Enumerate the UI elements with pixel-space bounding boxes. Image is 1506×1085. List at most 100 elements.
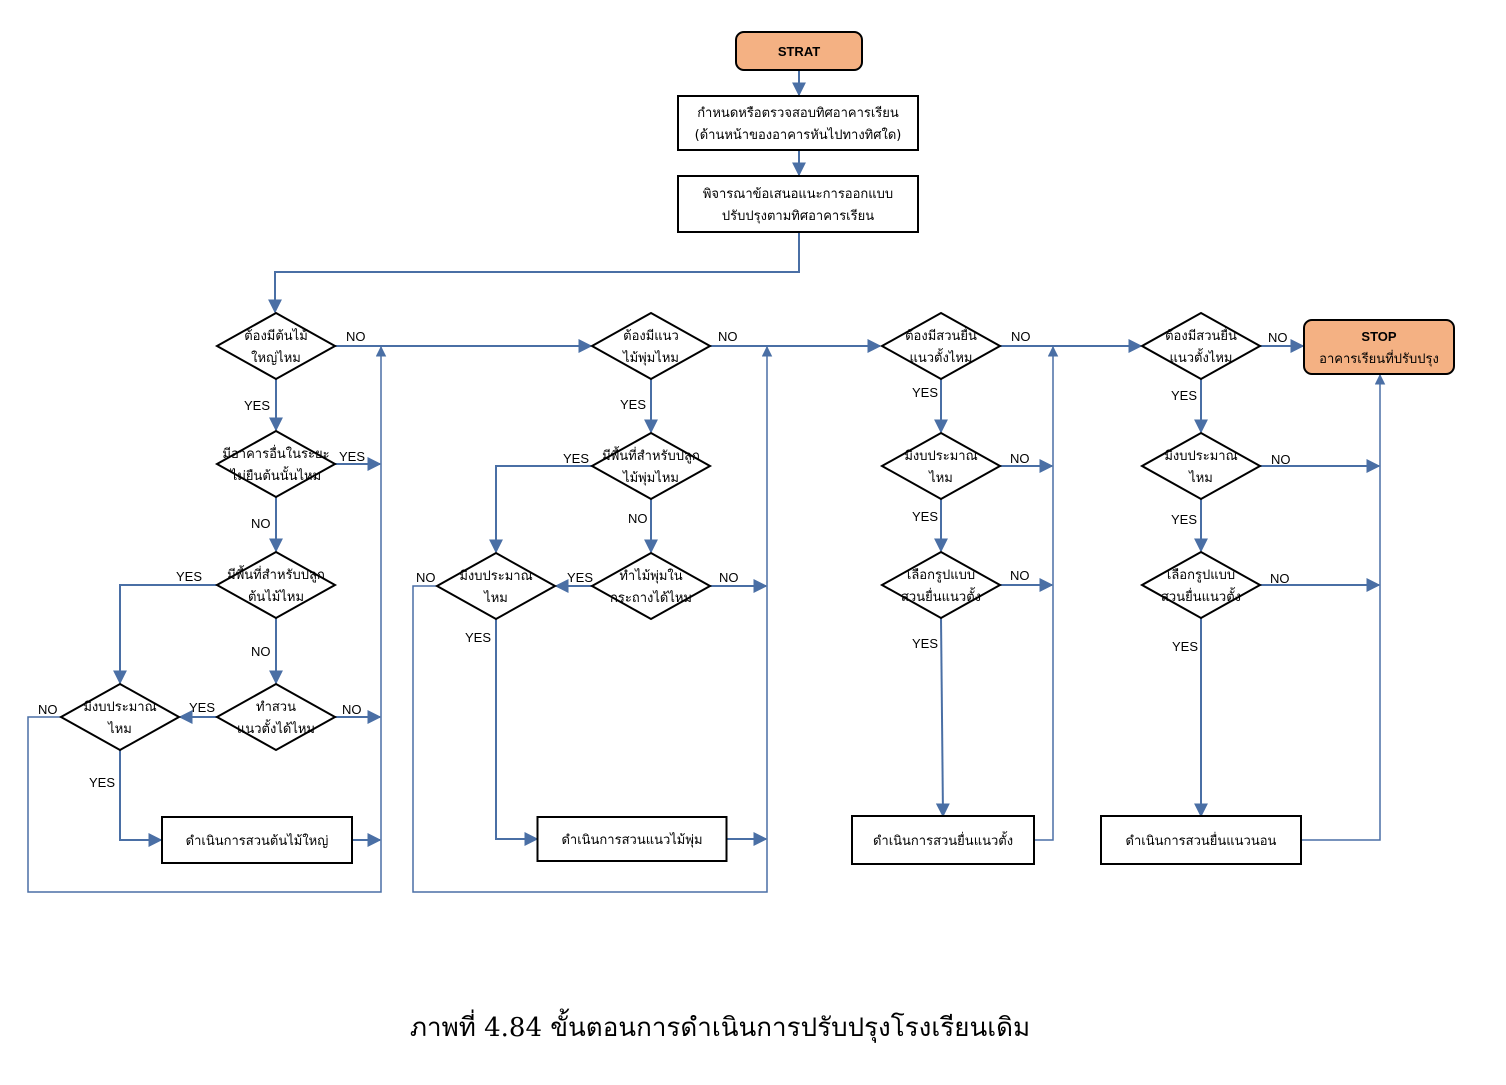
connector-return-col4	[1301, 373, 1386, 841]
decision-diamond	[214, 550, 338, 620]
node-label: ไม้พุ่มไหม	[622, 350, 679, 366]
decision-diamond	[879, 431, 1003, 501]
node-label: กระถางได้ไหม	[610, 590, 692, 606]
connector-yes	[119, 750, 163, 847]
edge-label-yes: YES	[339, 449, 365, 464]
node-label: STRAT	[778, 44, 820, 59]
node-label: ต้องมีสวนยื่น	[1165, 327, 1237, 344]
node-label: มีพื้นที่สำหรับปลูก	[227, 565, 325, 583]
connector-yes	[935, 617, 950, 818]
node-label: อาคารเรียนที่ปรับปรุง	[1319, 350, 1439, 367]
edge-label-yes: YES	[912, 385, 938, 400]
edge-label-no: NO	[346, 329, 366, 344]
edge-label-no: NO	[1270, 571, 1290, 586]
node-label: สวนยื่นแนวตั้ง	[901, 587, 981, 605]
node-d-shrub: ต้องมีแนวไม้พุ่มไหม	[589, 311, 713, 381]
node-start: STRAT	[735, 31, 863, 71]
edge-label-no: NO	[251, 644, 271, 659]
decision-diamond	[1139, 550, 1263, 620]
node-label: ดำเนินการสวนยื่นแนวนอน	[1126, 832, 1277, 849]
connector-return-col3	[1034, 345, 1059, 841]
decision-diamond	[1139, 311, 1263, 381]
edge-label-yes: YES	[244, 398, 270, 413]
node-label: STOP	[1361, 329, 1396, 344]
node-label: ต้องมีต้นไม้	[244, 328, 308, 344]
edge-label-no: NO	[718, 329, 738, 344]
connector-yes	[113, 584, 217, 685]
node-label: ไหม	[1188, 470, 1213, 486]
edge-label-yes: YES	[1171, 512, 1197, 527]
edge-label-no: NO	[1010, 451, 1030, 466]
node-label: มีงบประมาณ	[904, 448, 977, 464]
node-d-shrub-space: มีพื้นที่สำหรับปลูกไม้พุ่มไหม	[589, 431, 713, 501]
nodes: STRAT กำหนดหรือตรวจสอบทิศอาคารเรียน (ด้านห…	[58, 31, 1455, 865]
edge-label-no: NO	[1271, 452, 1291, 467]
process-box	[161, 816, 353, 864]
edge-labels: NO YES YES NO YES NO YES NO NO YES NO YES YES NO YES NO…	[38, 329, 1291, 790]
decision-diamond	[879, 311, 1003, 381]
edge-label-yes: YES	[567, 570, 593, 585]
edge-label-yes: YES	[189, 700, 215, 715]
node-label: มีงบประมาณ	[1164, 448, 1237, 464]
edge-label-no: NO	[719, 570, 739, 585]
edge-label-no: NO	[251, 516, 271, 531]
decision-diamond	[214, 429, 338, 499]
node-label: ไหม	[483, 590, 508, 606]
node-label: มีอาคารอื่นในระยะ	[222, 445, 329, 462]
terminal-shape	[1303, 319, 1455, 375]
node-label: ไหม	[107, 721, 132, 737]
edge-label-no: NO	[628, 511, 648, 526]
node-label: มีพื้นที่สำหรับปลูก	[602, 446, 700, 464]
node-label: สวนยื่นแนวตั้ง	[1161, 587, 1241, 605]
connector-yes	[495, 619, 539, 846]
node-d-horizontal: ต้องมีสวนยื่นแนวตั้งไหม	[1139, 311, 1263, 381]
process-box	[851, 815, 1035, 865]
node-label: ต้นไม้ไหม	[248, 589, 304, 605]
node-p-vertical: ดำเนินการสวนยื่นแนวตั้ง	[851, 815, 1035, 865]
figure-caption: ภาพที่ 4.84 ขั้นตอนการดำเนินการปรับปรุงโ…	[410, 1008, 1030, 1043]
node-label: กำหนดหรือตรวจสอบทิศอาคารเรียน	[697, 105, 899, 121]
node-label: แนวตั้งได้ไหม	[237, 719, 315, 737]
decision-diamond	[58, 682, 182, 752]
process-box	[1100, 815, 1302, 865]
decision-diamond	[589, 431, 713, 501]
decision-diamond	[589, 311, 713, 381]
node-label: ดำเนินการสวนแนวไม้พุ่ม	[561, 832, 702, 848]
node-label: ไม่ยืนต้นนั้นไหม	[230, 466, 321, 484]
node-label: ปรับปรุงตามทิศอาคารเรียน	[722, 208, 874, 224]
node-d-tree-space: มีพื้นที่สำหรับปลูกต้นไม้ไหม	[214, 550, 338, 620]
node-d-vertical: ต้องมีสวนยื่นแนวตั้งไหม	[879, 311, 1003, 381]
edge-label-yes: YES	[1171, 388, 1197, 403]
edge-label-yes: YES	[912, 509, 938, 524]
node-p-shrub: ดำเนินการสวนแนวไม้พุ่ม	[536, 816, 728, 862]
edge-label-no: NO	[342, 702, 362, 717]
node-label: ดำเนินการสวนต้นไม้ใหญ่	[186, 833, 329, 849]
edge-label-yes: YES	[912, 636, 938, 651]
node-label: ทำสวน	[256, 700, 296, 715]
edge-label-yes: YES	[176, 569, 202, 584]
edge-label-no: NO	[1268, 330, 1288, 345]
terminal-shape	[735, 31, 863, 71]
node-label: เลือกรูปแบบ	[1167, 567, 1235, 583]
node-label: ทำไม้พุ่มใน	[619, 568, 682, 584]
node-label: มีงบประมาณ	[83, 699, 156, 715]
process-box	[536, 816, 728, 862]
edge-label-yes: YES	[89, 775, 115, 790]
edge-label-yes: YES	[620, 397, 646, 412]
process-box	[677, 95, 919, 151]
decision-diamond	[1139, 431, 1263, 501]
node-label: (ด้านหน้าของอาคารหันไปทางทิศใด)	[695, 127, 902, 143]
edge-label-no: NO	[1011, 329, 1031, 344]
connector-consider-bigtree	[268, 232, 800, 314]
decision-diamond	[589, 551, 713, 621]
